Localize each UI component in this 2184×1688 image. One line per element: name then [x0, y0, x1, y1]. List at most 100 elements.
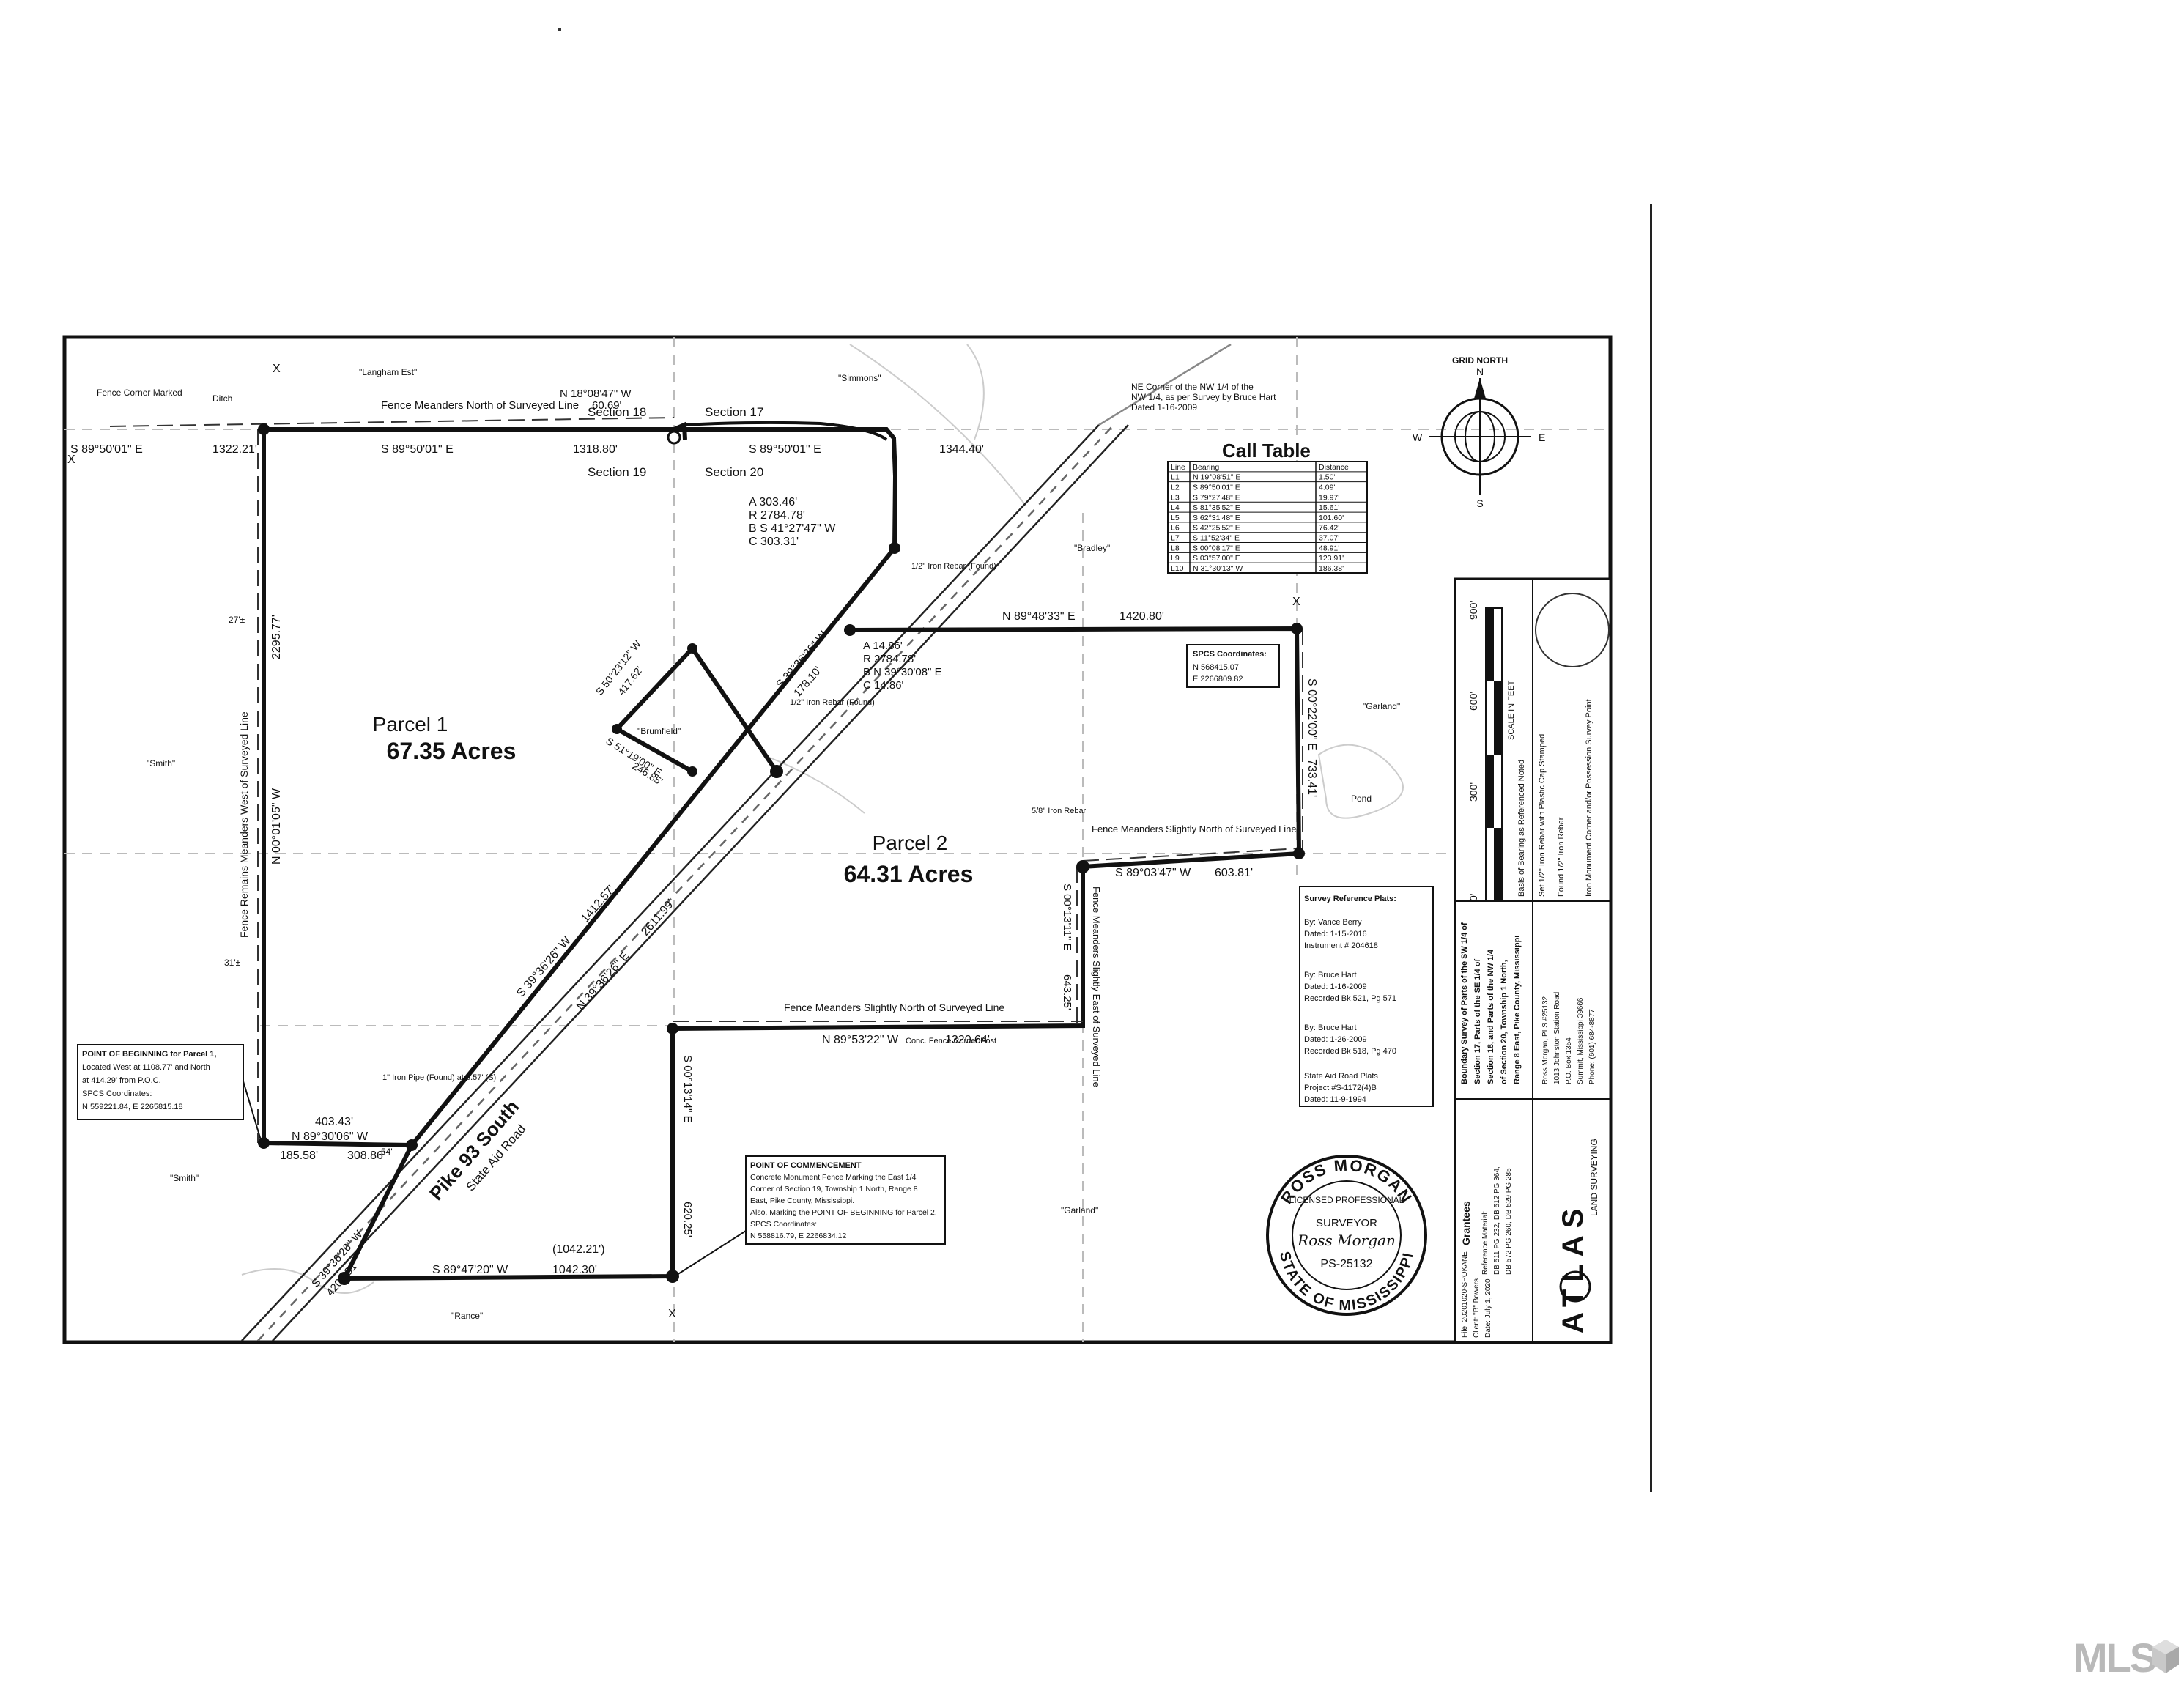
dist-b12b: 185.58'	[280, 1150, 318, 1162]
bearing-b4: N 18°08'47" W	[560, 388, 632, 400]
bearing-b2: S 89°50'01" E	[381, 443, 454, 456]
ne-corner-note-2: NW 1/4, as per Survey by Bruce Hart	[1131, 392, 1276, 402]
call-table-header: Distance	[1319, 463, 1349, 472]
mark-54: 54'	[381, 1147, 393, 1157]
svg-text:POINT OF COMMENCEMENT: POINT OF COMMENCEMENT	[750, 1161, 862, 1170]
pond-label: Pond	[1351, 793, 1372, 804]
dist-b11: 1042.30'	[552, 1264, 597, 1276]
dist-b12: 308.86'	[347, 1150, 385, 1162]
fence-remains-note: Fence Remains Meanders West of Surveyed …	[238, 711, 250, 938]
svg-text:Located West at 1108.77' and N: Located West at 1108.77' and North	[82, 1063, 210, 1072]
call-table-cell: L8	[1171, 544, 1180, 552]
ne-corner-note-1: NE Corner of the NW 1/4 of the	[1131, 382, 1254, 392]
svg-text:GRID NORTH: GRID NORTH	[1452, 355, 1508, 366]
svg-text:Basis of Bearing as Referenced: Basis of Bearing as Referenced Noted	[1517, 760, 1526, 897]
svg-text:of Section 20, Township 1 Nort: of Section 20, Township 1 North,	[1500, 960, 1509, 1084]
bearing-b11: S 89°47'20" W	[432, 1264, 508, 1276]
dist-b3: 1344.40'	[939, 443, 984, 456]
page-edge-line	[1650, 204, 1652, 1492]
svg-text:Grantees: Grantees	[1460, 1201, 1472, 1245]
road-name: Pike 93 South State Aid Road	[425, 1096, 528, 1204]
bearing-b12: N 89°30'06" W	[292, 1130, 369, 1143]
ne-corner-note-3: Dated 1-16-2009	[1131, 402, 1197, 412]
dist-b2: 1318.80'	[573, 443, 618, 456]
surveyor-seal: ROSS MORGAN STATE OF MISSISSIPPI LICENSE…	[1266, 1155, 1427, 1316]
call-table-cell: 76.42'	[1319, 524, 1339, 533]
corner-markers	[258, 423, 1305, 1285]
dist-b14: 2611.99'	[639, 897, 677, 938]
scale-bar: 0' 300' 600' 900' SCALE IN FEET	[1467, 601, 1516, 902]
adjacent-east-1: "Bradley"	[1074, 543, 1110, 553]
mark-27: 27'±	[229, 615, 245, 625]
mark-31: 31'±	[224, 958, 241, 968]
bearing-b13: S 39°36'26" W	[514, 934, 574, 1000]
dist-b5: 1420.80'	[1119, 610, 1164, 623]
svg-text:W: W	[1413, 432, 1423, 443]
call-table-cell: L5	[1171, 514, 1180, 522]
legend: Basis of Bearing as Referenced Noted Set…	[1517, 699, 1593, 897]
speck	[558, 28, 561, 31]
adjacent-east-2: "Garland"	[1363, 701, 1400, 711]
iron-rebar-hollow	[667, 430, 681, 445]
call-table-cell: S 81°35'52" E	[1193, 503, 1240, 512]
call-table-cell: 4.09'	[1319, 483, 1335, 492]
svg-text:Date: July 1, 2020: Date: July 1, 2020	[1484, 1278, 1492, 1338]
call-table-cell: L9	[1171, 554, 1180, 563]
svg-text:1013 Johnston Station Road: 1013 Johnston Station Road	[1553, 992, 1561, 1084]
ditch-label: Ditch	[212, 393, 232, 404]
svg-text:By: Bruce Hart: By: Bruce Hart	[1304, 1023, 1357, 1032]
call-table-cell: 186.38'	[1319, 564, 1344, 573]
section-17-label: Section 17	[705, 405, 763, 419]
svg-text:0': 0'	[1467, 894, 1479, 901]
parcel-2-area: 64.31 Acres	[844, 861, 974, 887]
call-table-cell: N 19°08'51" E	[1193, 473, 1240, 482]
svg-text:C 14.86': C 14.86'	[863, 679, 904, 692]
svg-text:N 558816.79, E 2266834.12: N 558816.79, E 2266834.12	[750, 1232, 847, 1240]
svg-text:E 2266809.82: E 2266809.82	[1193, 675, 1243, 684]
svg-text:SPCS Coordinates:: SPCS Coordinates:	[1193, 650, 1267, 659]
call-table-cell: 19.97'	[1319, 493, 1339, 502]
call-table-cell: 123.91'	[1319, 554, 1344, 563]
dist-b12a: 403.43'	[315, 1116, 353, 1128]
svg-text:B N 39°30'08" E: B N 39°30'08" E	[863, 666, 942, 678]
dist-b4: 60.69'	[592, 399, 622, 412]
svg-text:East, Pike County, Mississippi: East, Pike County, Mississippi.	[750, 1196, 854, 1205]
svg-text:Boundary Survey of Parts of th: Boundary Survey of Parts of the SW 1/4 o…	[1460, 922, 1469, 1084]
svg-text:LICENSED PROFESSIONAL: LICENSED PROFESSIONAL	[1289, 1195, 1404, 1205]
bearing-b6: S 00°22'00" E	[1306, 678, 1318, 751]
call-table-cell: L6	[1171, 524, 1180, 533]
x-marker-1: X	[67, 454, 75, 466]
svg-text:By: Vance Berry: By: Vance Berry	[1304, 918, 1362, 927]
call-table-cell: S 00°08'17" E	[1193, 544, 1240, 552]
section-19-label: Section 19	[588, 465, 646, 479]
call-table-cell: N 31°30'13" W	[1193, 564, 1243, 573]
fence-lines	[109, 417, 1303, 1143]
dist-b8: 643.25'	[1061, 974, 1073, 1010]
call-table-cell: L10	[1171, 564, 1184, 573]
fence-north-note: Fence Meanders North of Surveyed Line	[381, 399, 579, 412]
dist-b13: 1412.57'	[579, 884, 618, 925]
svg-text:Client: "B" Bowers: Client: "B" Bowers	[1473, 1278, 1481, 1338]
adjacent-brumfield: "Brumfield"	[637, 726, 681, 736]
parcel-2-name: Parcel 2	[873, 832, 948, 854]
svg-text:Recorded Bk 518, Pg 470: Recorded Bk 518, Pg 470	[1304, 1047, 1396, 1056]
svg-text:SCALE IN FEET: SCALE IN FEET	[1507, 680, 1516, 740]
svg-text:POINT OF BEGINNING for Parcel: POINT OF BEGINNING for Parcel 1,	[82, 1050, 216, 1059]
svg-text:Range 8 East, Pike County, Mis: Range 8 East, Pike County, Mississippi	[1513, 936, 1522, 1084]
svg-text:Section 17, Parts of the SE 1/: Section 17, Parts of the SE 1/4 of	[1473, 959, 1482, 1084]
section-18-label: Section 18	[588, 405, 646, 419]
x-marker-2: X	[1292, 596, 1300, 608]
svg-text:Also, Marking the POINT OF BEG: Also, Marking the POINT OF BEGINNING for…	[750, 1208, 937, 1217]
call-table-cell: L3	[1171, 493, 1180, 502]
call-table-cell: S 42°25'52" E	[1193, 524, 1240, 533]
svg-text:Summit, Mississippi 39666: Summit, Mississippi 39666	[1577, 997, 1585, 1084]
call-table-cell: S 79°27'48" E	[1193, 493, 1240, 502]
svg-text:SPCS Coordinates:: SPCS Coordinates:	[750, 1220, 817, 1229]
west-line-dist: 2295.77'	[270, 615, 283, 659]
svg-text:LAND SURVEYING: LAND SURVEYING	[1589, 1139, 1599, 1216]
call-table-cell: L4	[1171, 503, 1180, 512]
bearing-b1: S 89°50'01" E	[70, 443, 143, 456]
svg-text:Call Table: Call Table	[1222, 440, 1311, 462]
bearing-b3: S 89°50'01" E	[749, 443, 821, 456]
